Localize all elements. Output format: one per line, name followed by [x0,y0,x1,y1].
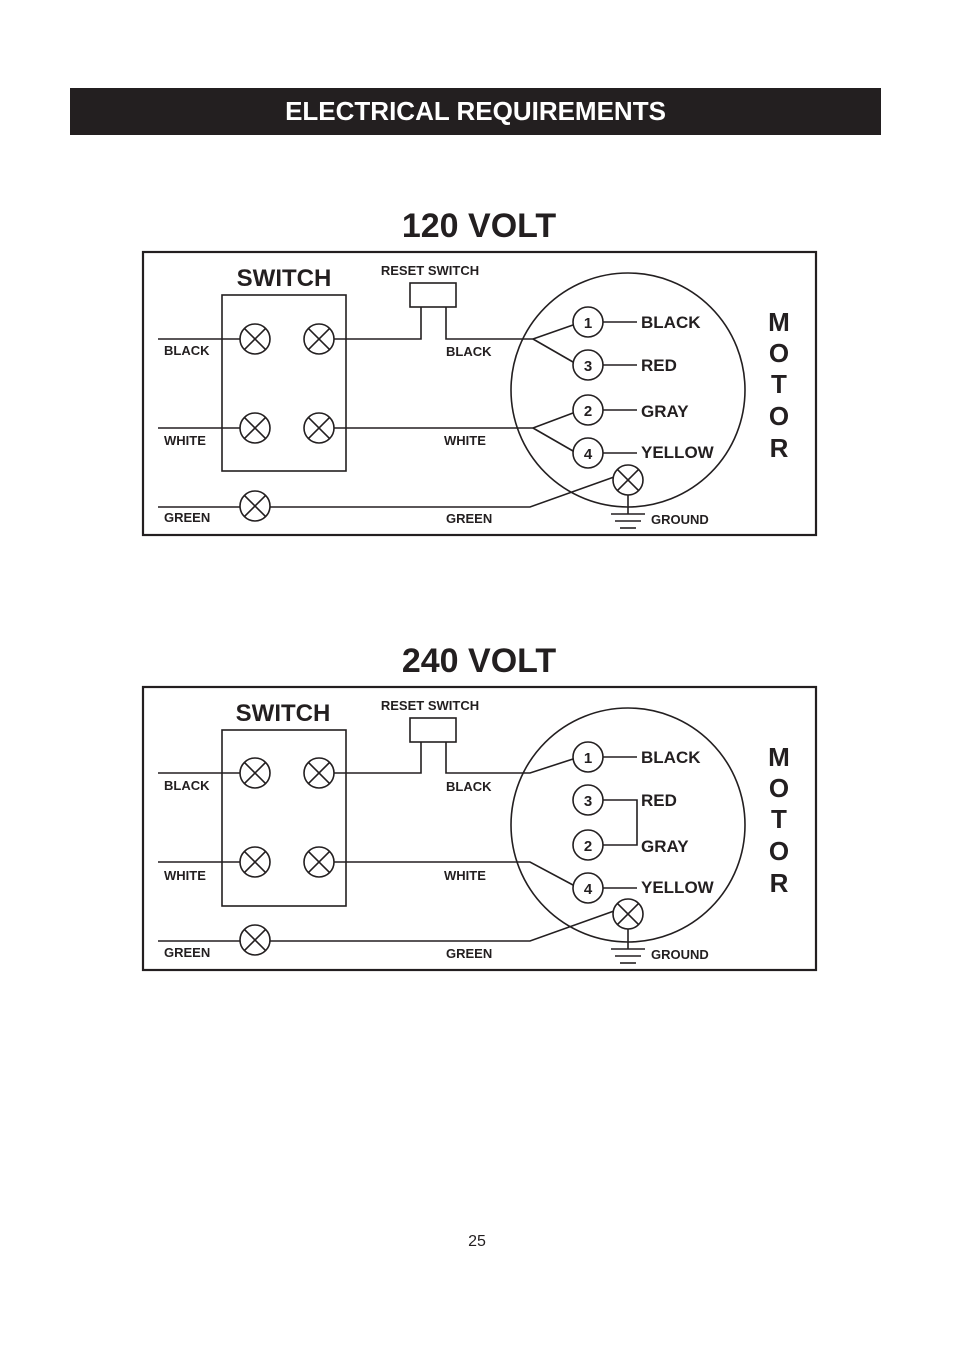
reset-switch [409,282,457,308]
svg-text:2: 2 [584,838,592,855]
diagram-title: 120 VOLT [402,207,557,245]
green-terminal [239,490,271,522]
motor-terminal-3: 3 [572,349,604,381]
terminal-color-label: YELLOW [641,878,715,897]
switch-terminal [303,757,335,789]
motor-terminal-2: 2 [572,394,604,426]
svg-text:3: 3 [584,793,592,810]
ground-terminal [612,898,644,930]
reset-switch [409,717,457,743]
wire-label-green: GREEN [446,511,492,526]
ground-terminal [612,464,644,496]
svg-text:4: 4 [584,881,593,898]
diagram-frame [141,250,818,537]
svg-text:T: T [771,369,787,399]
switch-label: SWITCH [237,265,332,292]
reset-switch-label: RESET SWITCH [381,263,479,278]
switch-label: SWITCH [236,700,331,727]
terminal-color-label: RED [641,791,677,810]
svg-text:1: 1 [584,750,592,767]
motor-label: M O T O R [768,307,790,463]
switch-box [221,729,347,907]
motor-terminal-1: 1 [572,741,604,773]
switch-terminal [239,846,271,878]
switch-terminal [303,846,335,878]
terminal-color-label: BLACK [641,748,701,767]
terminal-color-label: GRAY [641,402,689,421]
svg-text:4: 4 [584,446,593,463]
wire-label-white: WHITE [164,868,206,883]
svg-text:O: O [769,401,789,431]
motor-terminal-4: 4 [572,872,604,904]
ground-label: GROUND [651,512,709,527]
svg-text:R: R [770,868,789,898]
motor-terminal-4: 4 [572,437,604,469]
page-title: ELECTRICAL REQUIREMENTS [70,88,881,135]
terminal-color-label: YELLOW [641,443,715,462]
switch-terminal [239,323,271,355]
wire-label-white: WHITE [444,868,486,883]
reset-switch-label: RESET SWITCH [381,698,479,713]
switch-terminal [303,412,335,444]
terminal-color-label: GRAY [641,837,689,856]
ground-label: GROUND [651,947,709,962]
svg-text:2: 2 [584,403,592,420]
svg-text:O: O [769,836,789,866]
wire-label-black: BLACK [446,344,492,359]
switch-box [221,294,347,472]
wire-label-green: GREEN [164,945,210,960]
wire-label-white: WHITE [164,433,206,448]
diagram-title: 240 VOLT [402,642,557,680]
wire-label-black: BLACK [164,343,210,358]
motor-terminal-2: 2 [572,829,604,861]
svg-text:O: O [769,338,789,368]
diagram-frame [141,685,818,972]
motor-label: M O T O R [768,742,790,898]
motor-terminal-3: 3 [572,784,604,816]
svg-text:3: 3 [584,358,592,375]
svg-text:O: O [769,773,789,803]
terminal-color-label: RED [641,356,677,375]
svg-text:1: 1 [584,315,592,332]
svg-text:M: M [768,307,790,337]
green-terminal [239,924,271,956]
wire-label-white: WHITE [444,433,486,448]
svg-text:M: M [768,742,790,772]
svg-text:T: T [771,804,787,834]
svg-text:R: R [770,433,789,463]
diagram-120-volt: 120 VOLT SWITCH BLACK WHITE GREEN RESET … [141,207,818,537]
wire-label-green: GREEN [164,510,210,525]
diagram-240-volt: 240 VOLT SWITCH BLACK WHITE GREEN RESET … [141,642,818,972]
wire-label-black: BLACK [446,779,492,794]
wire-label-black: BLACK [164,778,210,793]
page-number: 25 [468,1233,486,1250]
motor-terminal-1: 1 [572,306,604,338]
switch-terminal [239,757,271,789]
wire-label-green: GREEN [446,946,492,961]
terminal-color-label: BLACK [641,313,701,332]
switch-terminal [303,323,335,355]
switch-terminal [239,412,271,444]
